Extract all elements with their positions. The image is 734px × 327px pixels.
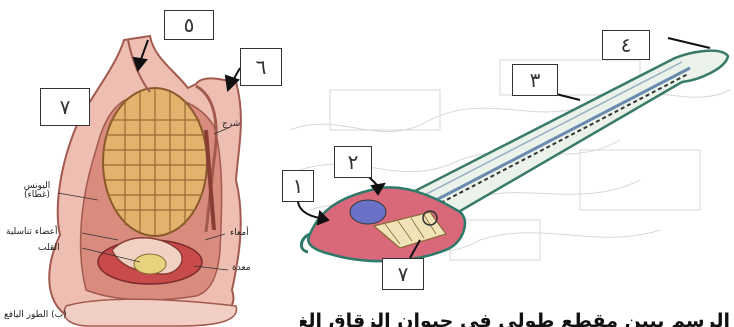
label-anus: اليونس (غطاء) bbox=[14, 182, 60, 201]
number-box-2: ٢ bbox=[334, 146, 372, 178]
label-anus-text: اليونس (غطاء) bbox=[24, 181, 51, 200]
number-box-6: ٦ bbox=[240, 48, 282, 86]
number-box-4: ٤ bbox=[602, 30, 650, 60]
label-heart: القلب bbox=[38, 244, 60, 253]
number-box-1: ١ bbox=[282, 170, 314, 202]
number-box-7-right: ٧ bbox=[382, 258, 424, 290]
sensory-vesicle bbox=[350, 200, 386, 224]
label-intestine: أمعاء bbox=[230, 229, 249, 238]
number-box-5: ٥ bbox=[164, 10, 214, 40]
label-juvenile-caption: (ب) الطور اليافع bbox=[4, 311, 67, 320]
label-stomach: معدة bbox=[232, 264, 251, 273]
label-hood: شرج bbox=[222, 120, 240, 129]
number-box-3: ٣ bbox=[512, 64, 558, 96]
base-stolon bbox=[64, 299, 236, 326]
number-box-7-left: ٧ bbox=[40, 88, 90, 126]
diagram-caption: الرسم يبين مقطع طولي في حيوان الزقاق الغ… bbox=[300, 306, 730, 327]
heart bbox=[134, 254, 166, 274]
label-gonads: أعضاء تناسلية bbox=[6, 228, 58, 237]
